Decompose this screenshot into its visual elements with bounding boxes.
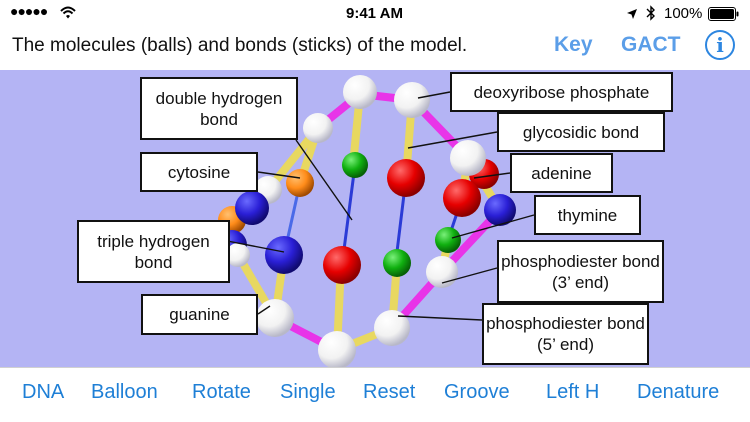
status-time: 9:41 AM: [346, 5, 403, 22]
dna-model: [217, 75, 535, 367]
callout-glycosidic-bond: glycosidic bond: [497, 112, 665, 152]
bottom-toolbar: DNA Balloon Rotate Single Reset Groove L…: [0, 367, 750, 422]
deoxyribose-phosphate-ball: [426, 256, 458, 288]
denature-button[interactable]: Denature: [637, 381, 720, 403]
leader-line: [221, 239, 285, 253]
leader-line: [473, 172, 511, 179]
callout-adenine: adenine: [510, 153, 613, 193]
thymine-ball: [435, 227, 461, 253]
leader-line: [407, 131, 498, 149]
callout-guanine: guanine: [141, 294, 258, 335]
leader-line: [295, 139, 353, 221]
callout-phosphodiester-3-end: phosphodiester bond (3’ end): [497, 240, 664, 303]
adenine-ball: [323, 246, 361, 284]
battery-icon: [708, 7, 739, 21]
leader-line: [397, 315, 483, 321]
leader-line: [257, 171, 301, 179]
adenine-ball: [443, 179, 481, 217]
header-bar: The molecules (balls) and bonds (sticks)…: [0, 28, 750, 70]
wifi-icon: [60, 6, 76, 19]
dna-button[interactable]: DNA: [22, 381, 65, 403]
signal-strength-icon: ●●●●●: [10, 3, 48, 19]
deoxyribose-phosphate-ball: [394, 82, 430, 118]
page-title: The molecules (balls) and bonds (sticks)…: [12, 35, 468, 56]
guanine-ball: [484, 194, 516, 226]
leader-line: [441, 267, 498, 284]
leader-line: [257, 305, 271, 315]
deoxyribose-phosphate-ball: [303, 113, 333, 143]
left-h-button[interactable]: Left H: [546, 381, 600, 403]
callout-cytosine: cytosine: [140, 152, 258, 192]
deoxyribose-phosphate-ball: [450, 140, 486, 176]
adenine-ball: [387, 159, 425, 197]
deoxyribose-phosphate-ball: [343, 75, 377, 109]
info-button[interactable]: i: [705, 30, 735, 60]
callout-phosphodiester-5-end: phosphodiester bond (5’ end): [482, 303, 649, 365]
thymine-ball: [383, 249, 411, 277]
leader-line: [417, 91, 451, 99]
callout-deoxyribose-phosphate: deoxyribose phosphate: [450, 72, 673, 112]
bluetooth-icon: [646, 5, 655, 21]
leader-line: [451, 214, 535, 239]
info-icon: i: [716, 33, 724, 57]
balloon-button[interactable]: Balloon: [91, 381, 158, 403]
callout-double-hydrogen-bond: double hydrogen bond: [140, 77, 298, 140]
guanine-ball: [265, 236, 303, 274]
rotate-button[interactable]: Rotate: [192, 381, 251, 403]
dna-model-viewport[interactable]: double hydrogen bond deoxyribose phospha…: [0, 70, 750, 367]
location-arrow-icon: [627, 9, 637, 19]
battery-percent: 100%: [664, 5, 703, 22]
status-bar: ●●●●● 9:41 AM 100%: [0, 0, 750, 28]
callout-triple-hydrogen-bond: triple hydrogen bond: [77, 220, 230, 283]
groove-button[interactable]: Groove: [444, 381, 510, 403]
gact-button[interactable]: GACT: [621, 33, 681, 56]
guanine-ball: [235, 191, 269, 225]
deoxyribose-phosphate-ball: [226, 243, 250, 267]
deoxyribose-phosphate-ball: [256, 299, 294, 337]
deoxyribose-phosphate-ball: [318, 331, 356, 367]
deoxyribose-phosphate-ball: [374, 310, 410, 346]
single-button[interactable]: Single: [280, 381, 336, 403]
reset-button[interactable]: Reset: [363, 381, 416, 403]
callout-leader-lines: [221, 91, 535, 321]
thymine-ball: [342, 152, 368, 178]
cytosine-ball: [286, 169, 314, 197]
callout-thymine: thymine: [534, 195, 641, 235]
key-button[interactable]: Key: [554, 33, 593, 56]
